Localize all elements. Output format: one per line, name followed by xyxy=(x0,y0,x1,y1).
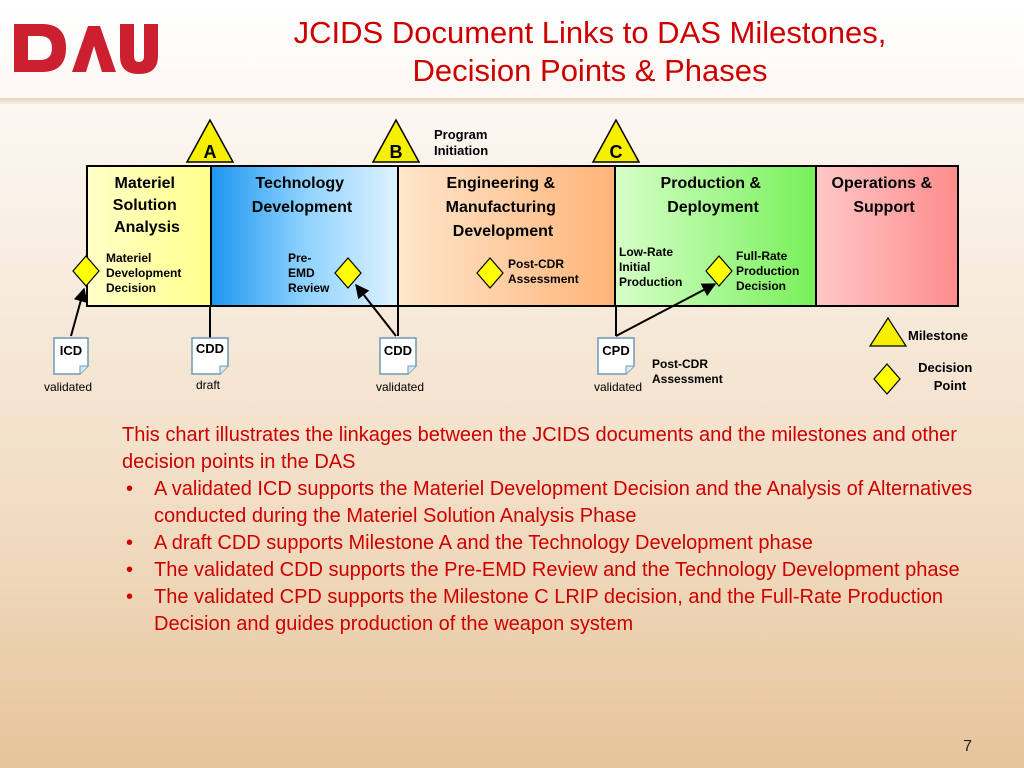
bullet-item: The validated CPD supports the Milestone… xyxy=(122,584,982,638)
svg-text:Materiel Solution: Materiel Solution Analysis xyxy=(113,175,181,236)
svg-text:Materiel Development: Materiel Development Decision xyxy=(106,251,185,295)
bullet-item: A validated ICD supports the Materiel De… xyxy=(122,476,982,530)
icd-to-mdd-arrow xyxy=(70,287,88,337)
document-cdd-draft: CDD draft xyxy=(191,337,229,392)
page-number: 7 xyxy=(963,738,972,755)
validated-cdd-to-pre-emd-arrow xyxy=(355,283,397,337)
milestone-a: A xyxy=(185,118,235,163)
phase-operations-support: Operations & Support xyxy=(815,165,959,307)
milestone-c: C xyxy=(591,118,641,163)
legend-milestone-label: Milestone xyxy=(908,328,968,343)
phase-materiel-solution-analysis: Materiel Solution Analysis xyxy=(86,165,212,307)
decision-materiel-development-decision: Materiel Development Decision xyxy=(72,251,185,295)
svg-text:CDD: CDD xyxy=(196,341,224,356)
cpd-to-frp-arrow xyxy=(615,283,717,337)
svg-text:validated: validated xyxy=(376,380,424,394)
document-cdd-validated: CDD validated xyxy=(376,337,424,394)
post-cdr-assessment-note: Post-CDR Assessment xyxy=(652,357,723,386)
svg-text:B: B xyxy=(390,142,403,162)
dau-logo xyxy=(14,24,158,74)
connector-lines xyxy=(70,283,717,338)
phase-engineering-manufacturing-development: Engineering & Manufacturing Development xyxy=(397,165,616,307)
jcids-diagram: Materiel Solution Analysis Technology De… xyxy=(44,118,976,395)
svg-text:Production & Deployment: Production & Deployment xyxy=(661,175,766,216)
svg-text:C: C xyxy=(610,142,623,162)
legend-decision-point-symbol xyxy=(873,363,901,395)
svg-text:draft: draft xyxy=(196,378,221,392)
milestone-b: B xyxy=(371,118,421,163)
document-icd: ICD validated xyxy=(44,337,92,394)
document-cpd: CPD validated xyxy=(594,337,642,394)
svg-text:Engineering & Manufactur: Engineering & Manufacturing Development xyxy=(446,175,561,240)
phase-technology-development: Technology Development xyxy=(210,165,399,307)
svg-text:validated: validated xyxy=(594,380,642,394)
bullet-list: A validated ICD supports the Materiel De… xyxy=(122,476,982,638)
decision-pre-emd-review: Pre- EMD Review xyxy=(288,251,362,295)
title-line-2: Decision Points & Phases xyxy=(412,53,768,88)
svg-text:CPD: CPD xyxy=(602,343,629,358)
slide-title: JCIDS Document Links to DAS Milestones, … xyxy=(200,14,980,90)
svg-text:validated: validated xyxy=(44,380,92,394)
svg-text:Operations & Support: Operations & Support xyxy=(832,175,937,216)
decision-full-rate-production-decision: Full-Rate Production Decision xyxy=(705,249,803,293)
svg-text:Full-Rate Production: Full-Rate Production Decision xyxy=(736,249,803,293)
decision-low-rate-initial-production: Low-Rate Initial Production xyxy=(619,245,682,289)
svg-text:Pre- EMD Review: Pre- EMD Review xyxy=(288,251,330,295)
legend: Milestone Decision Point xyxy=(868,316,976,395)
bullet-item: A draft CDD supports Milestone A and the… xyxy=(122,530,982,557)
svg-text:ICD: ICD xyxy=(60,343,82,358)
svg-text:Post-CDR Assessment: Post-CDR Assessment xyxy=(508,257,579,286)
decision-post-cdr-assessment: Post-CDR Assessment xyxy=(476,257,579,289)
program-initiation-label: Program Initiation xyxy=(434,127,491,158)
legend-decision-point-label: Decision Point xyxy=(918,360,976,393)
title-line-1: JCIDS Document Links to DAS Milestones, xyxy=(293,15,887,50)
intro-paragraph: This chart illustrates the linkages betw… xyxy=(122,424,957,473)
svg-text:Technology Development: Technology Development xyxy=(252,175,353,216)
bullet-item: The validated CDD supports the Pre-EMD R… xyxy=(122,557,982,584)
explanation-text: This chart illustrates the linkages betw… xyxy=(122,422,982,638)
title-divider xyxy=(0,98,1024,104)
svg-text:CDD: CDD xyxy=(384,343,412,358)
legend-milestone-symbol xyxy=(868,316,908,347)
svg-text:A: A xyxy=(204,142,217,162)
svg-text:Low-Rate Initial P: Low-Rate Initial Production xyxy=(619,245,682,289)
